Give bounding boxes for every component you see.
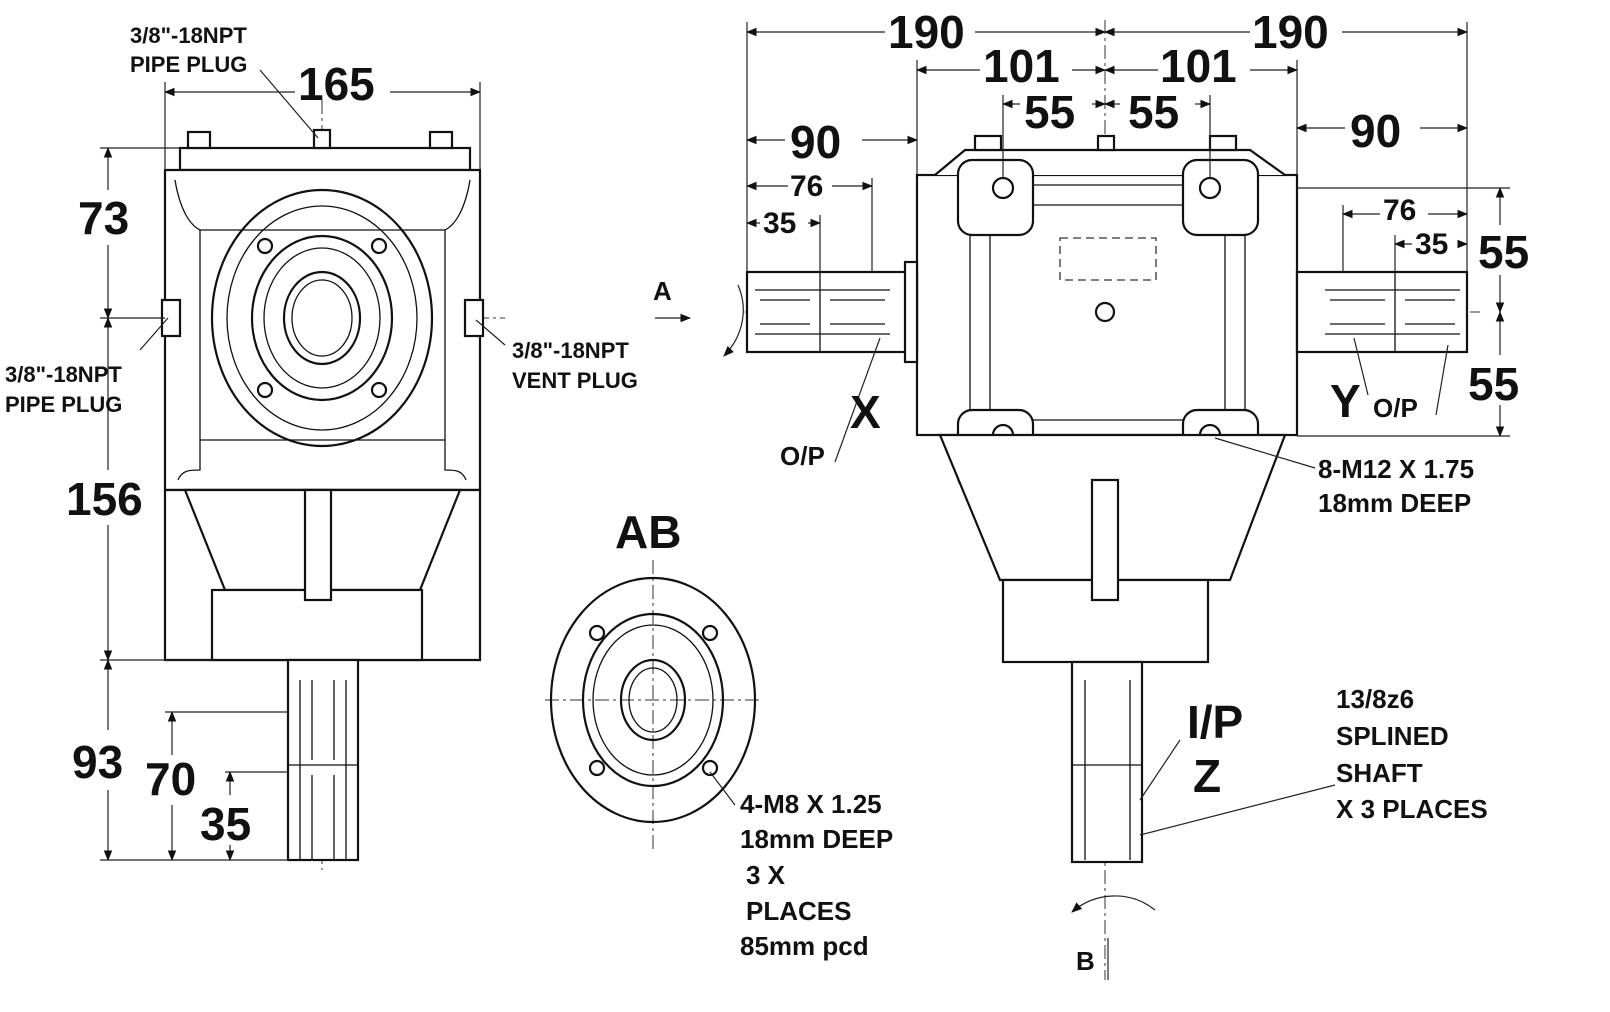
front-shaft-right-dim: 90 [1350,105,1401,157]
front-spline-right-76-dim: 76 [1383,194,1416,227]
front-bolt-right-dim: 55 [1128,86,1179,138]
front-body-left-dim: 101 [983,40,1060,92]
spline-note-line2: SPLINED [1336,721,1449,751]
view-ab-title: AB [615,506,681,558]
front-spline-left-35-dim: 35 [763,207,796,240]
rotation-a-label: A [653,276,672,306]
input-z-label: Z [1193,750,1221,802]
vent-plug-label-line2: VENT PLUG [512,368,638,393]
front-body-right-dim: 101 [1160,40,1237,92]
front-bolt-left-dim: 55 [1024,86,1075,138]
side-width-dim: 165 [298,58,375,110]
tapped-holes-line2: 18mm DEEP [1318,488,1471,518]
output-y-op: O/P [1373,393,1418,423]
front-spline-right-35-dim: 35 [1415,228,1448,261]
side-body-height-dim: 156 [66,473,143,525]
flange-note-line4: PLACES [746,896,851,926]
view-ab [545,560,760,850]
top-plug-label-line1: 3/8"-18NPT [130,23,247,48]
output-y-letter: Y [1330,375,1361,427]
side-spline-70-dim: 70 [145,753,196,805]
input-ip-label: I/P [1187,696,1243,748]
spline-note-line1: 13/8z6 [1336,684,1414,714]
flange-note-line3: 3 X [746,860,786,890]
front-height-lower-dim: 55 [1468,358,1519,410]
flange-note-line1: 4-M8 X 1.25 [740,789,882,819]
front-height-upper-dim: 55 [1478,226,1529,278]
front-shaft-left-dim: 90 [790,116,841,168]
side-spline-35-dim: 35 [200,798,251,850]
flange-note-line5: 85mm pcd [740,931,869,961]
front-half-right-dim: 190 [1252,6,1329,58]
spline-note-line3: SHAFT [1336,758,1423,788]
side-view [100,69,506,870]
output-x-op: O/P [780,441,825,471]
front-spline-left-76-dim: 76 [790,170,823,203]
side-input-length-dim: 93 [72,736,123,788]
flange-note-line2: 18mm DEEP [740,824,893,854]
spline-note-line4: X 3 PLACES [1336,794,1488,824]
side-upper-height-dim: 73 [78,192,129,244]
front-half-left-dim: 190 [888,6,965,58]
rotation-b-label: B [1076,946,1095,976]
vent-plug-label-line1: 3/8"-18NPT [512,338,629,363]
tapped-holes-line1: 8-M12 X 1.75 [1318,454,1474,484]
output-x-letter: X [850,386,881,438]
top-plug-label-line2: PIPE PLUG [130,52,247,77]
front-view [655,20,1510,980]
left-plug-label-line1: 3/8"-18NPT [5,362,122,387]
left-plug-label-line2: PIPE PLUG [5,392,122,417]
